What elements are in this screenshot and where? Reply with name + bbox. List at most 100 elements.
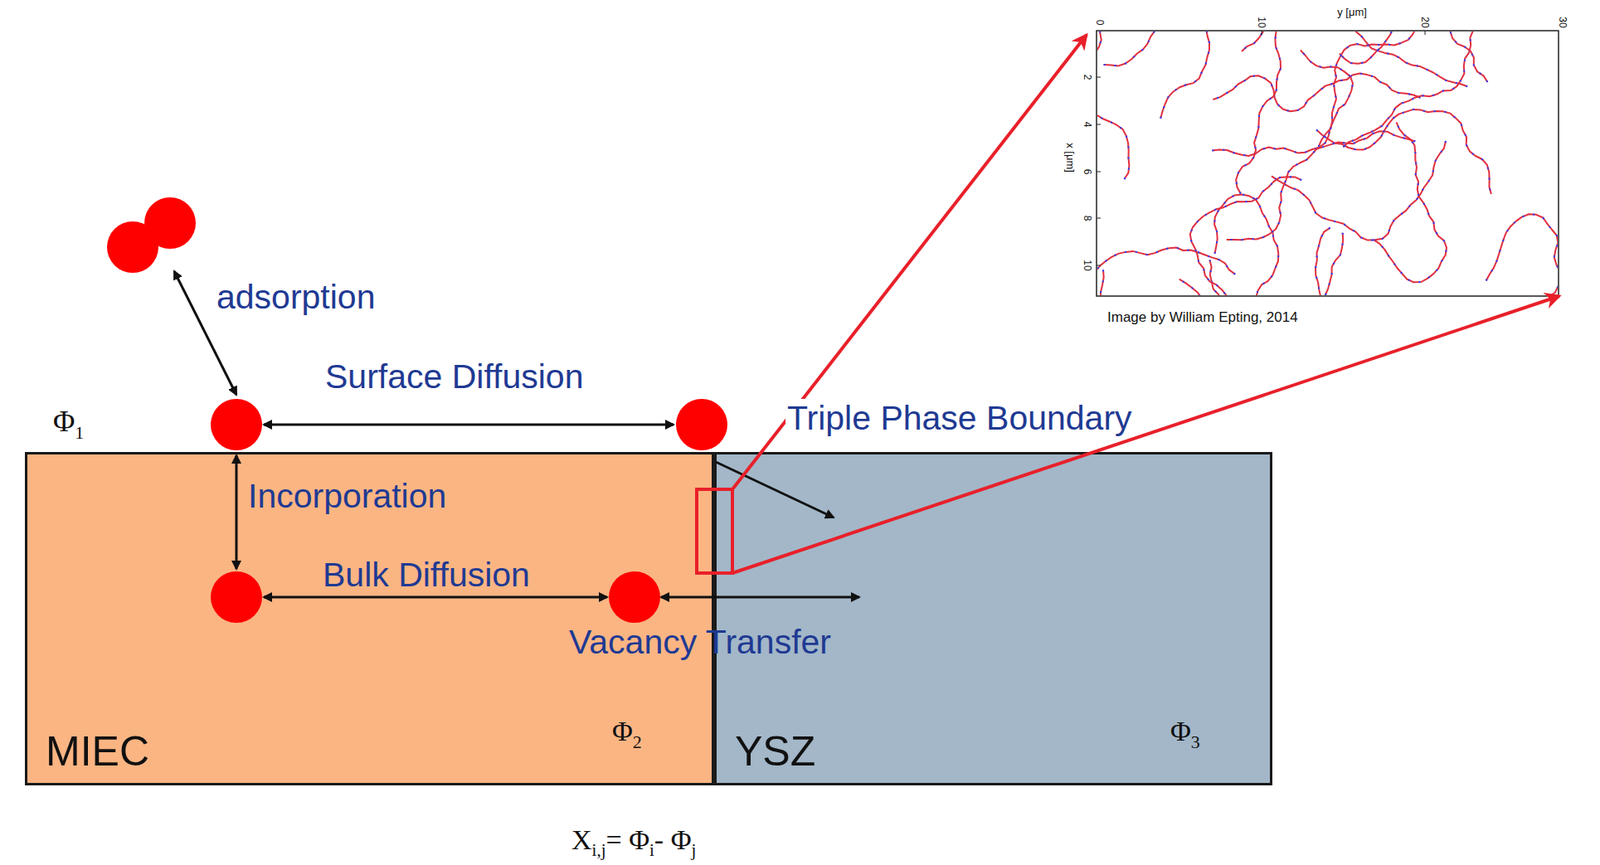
material-box: YSZΦ3 — [714, 452, 1273, 786]
boundary-curve-dots — [1254, 31, 1468, 87]
boundary-curve-dots — [1339, 31, 1488, 83]
boundary-curve — [1179, 233, 1343, 296]
tick-label: 30 — [1556, 16, 1569, 28]
subscript: j — [691, 840, 697, 861]
boundary-curve — [1248, 228, 1330, 296]
boundary-curve — [1190, 176, 1302, 296]
oxygen-atom — [144, 197, 196, 249]
text-wrap: 6 — [1081, 169, 1094, 176]
subscript: 1 — [74, 422, 84, 443]
text-wrap: 0 — [1094, 19, 1106, 26]
boundary-curve-dots — [1160, 31, 1283, 119]
material-name: MIEC — [45, 728, 150, 775]
tick-label: 2 — [1081, 74, 1094, 81]
boundary-curve-dots — [1211, 49, 1353, 156]
subscript: 2 — [632, 731, 642, 753]
text-wrap: Image by William Epting, 2014 — [1107, 309, 1299, 326]
potential-symbol: Φ — [612, 715, 633, 747]
boundary-curve — [1214, 194, 1279, 296]
boundary-curve — [1373, 121, 1447, 283]
subscript: i — [649, 840, 655, 861]
text-wrap: 20 — [1419, 16, 1431, 28]
interface-atom — [608, 571, 661, 623]
boundary-curve — [1207, 259, 1246, 296]
boundary-curve — [1271, 141, 1446, 241]
equation-part: = Φ — [605, 824, 650, 856]
phase-boundary-curves — [1097, 31, 1558, 296]
tpb-atom — [675, 398, 728, 451]
text-wrap: 10 — [1081, 259, 1094, 271]
boundary-curve — [1318, 31, 1421, 147]
boundary-curve — [1486, 213, 1558, 296]
boundary-curve — [1339, 31, 1488, 83]
text-wrap: 4 — [1081, 121, 1094, 128]
boundary-curve-dots — [1097, 248, 1236, 297]
zoom-leader — [732, 34, 1087, 490]
subscript: i,j — [592, 840, 607, 861]
boundary-curve — [1316, 109, 1492, 195]
boundary-curve — [1254, 31, 1468, 87]
process-label: adsorption — [216, 277, 375, 317]
boundary-curve-dots — [1342, 31, 1479, 147]
axis-title: x [μm] — [1064, 142, 1077, 173]
boundary-curve — [1097, 31, 1129, 180]
image-credit: Image by William Epting, 2014 — [1107, 309, 1299, 326]
bulk-diffusion-arrow — [263, 596, 608, 599]
zoom-leader — [732, 296, 1560, 574]
boundary-curve — [1226, 131, 1416, 240]
potential-symbol: Φ2 — [612, 714, 642, 754]
axis-title: y [μm] — [1337, 5, 1367, 19]
subscript: 3 — [1191, 731, 1201, 753]
text-wrap: Surface Diffusion — [325, 356, 584, 398]
process-label: Triple Phase Boundary — [785, 398, 1134, 438]
tick-label: 0 — [1094, 19, 1106, 26]
equation-part: - Φ — [654, 824, 692, 856]
boundary-curve-dots — [1316, 109, 1492, 195]
equation: Xi,j= Φi- Φj — [571, 823, 696, 862]
boundary-curve-dots — [1226, 131, 1416, 240]
adsorption-arrow — [174, 271, 237, 395]
text-wrap: 10 — [1255, 16, 1268, 28]
boundary-curve — [1235, 31, 1324, 195]
text-wrap: Triple Phase Boundary — [785, 398, 1134, 439]
surface-atom — [210, 398, 263, 451]
tpb-arrow — [715, 462, 834, 518]
potential-symbol-part: Φ — [53, 404, 75, 438]
process-label: Vacancy Transfer — [568, 622, 832, 662]
boundary-curve-dots — [1214, 194, 1279, 296]
boundary-curve-dots — [1190, 176, 1302, 296]
boundary-curve-dots — [1271, 141, 1446, 241]
boundary-curve-dots — [1179, 233, 1343, 296]
potential-symbol: Φ3 — [1170, 714, 1201, 754]
tick-label: 10 — [1081, 259, 1094, 271]
text-wrap: 8 — [1081, 215, 1094, 222]
process-label: Surface Diffusion — [325, 357, 584, 396]
boundary-curve-dots — [1097, 269, 1104, 296]
equation-part: X — [571, 824, 593, 856]
text-wrap: 2 — [1081, 74, 1094, 81]
boundary-curve-dots — [1248, 228, 1330, 296]
text-wrap: Incorporation — [248, 476, 447, 517]
boundary-curve-dots — [1207, 259, 1246, 296]
zoom-rectangle — [696, 489, 733, 574]
bulk-atom — [210, 571, 263, 623]
process-label: Bulk Diffusion — [322, 555, 531, 594]
boundary-curve — [1103, 31, 1270, 66]
vacancy-transfer-arrow — [661, 596, 860, 599]
tick-label: 20 — [1419, 16, 1431, 28]
potential-symbol: Φ1 — [53, 403, 84, 444]
boundary-curve-dots — [1486, 213, 1558, 296]
boundary-curve — [1160, 31, 1283, 119]
process-label: Incorporation — [248, 476, 447, 516]
boundary-curve — [1211, 49, 1353, 156]
text-wrap: MIEC — [45, 726, 150, 777]
axis-ticks — [1096, 30, 1425, 266]
text-wrap: y [μm] — [1337, 5, 1367, 20]
tick-label: 4 — [1081, 121, 1094, 128]
text-wrap: 30 — [1556, 16, 1569, 28]
text-wrap: Bulk Diffusion — [322, 554, 531, 596]
incorporation-arrow — [235, 455, 239, 569]
text-wrap: Vacancy Transfer — [568, 622, 832, 663]
boundary-curve-dots — [1103, 31, 1270, 66]
